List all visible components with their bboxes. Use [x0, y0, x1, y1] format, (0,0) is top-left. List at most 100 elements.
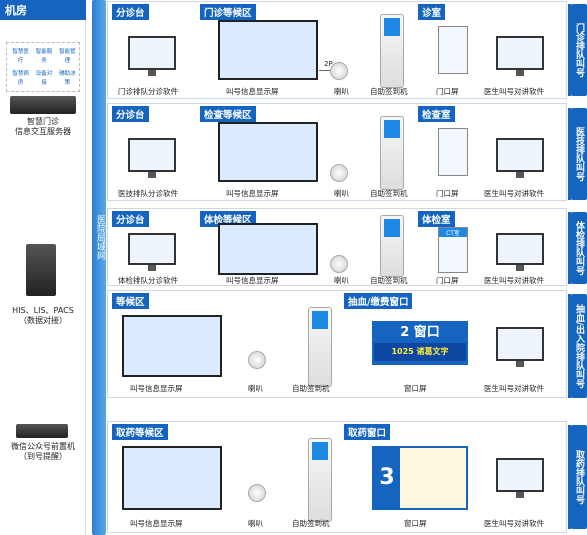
caption-doctor-software: 医生叫号对讲软件 [484, 87, 544, 96]
server-function-label: 智能管理 [59, 49, 76, 64]
self-checkin-kiosk [380, 215, 404, 277]
wechat-server-image [16, 424, 68, 438]
caption-door-screen: 门口屏 [436, 189, 459, 198]
doctor-call-monitor [496, 327, 544, 367]
triage-software-monitor [128, 233, 176, 271]
section-pharmacy-window: 取药窗口 [344, 424, 391, 440]
window-number: 2 窗口 [400, 325, 440, 340]
tab-accent-line [568, 108, 571, 200]
caption-display: 叫号信息显示屏 [226, 87, 279, 96]
speaker-icon [330, 164, 348, 182]
speaker-icon [248, 484, 266, 502]
caption-display: 叫号信息显示屏 [226, 189, 279, 198]
speaker-icon [248, 351, 266, 369]
speaker-icon [330, 255, 348, 273]
server-function-label: 智慧病房 [12, 71, 29, 86]
queue-display-screen [218, 20, 318, 80]
server-function-label: 智能服务 [35, 49, 53, 64]
section-blood-payment-window: 抽血/缴费窗口 [344, 293, 413, 309]
server-function-label: 辅助决策 [59, 71, 76, 86]
tab-pharmacy: 取药排队叫号 [571, 425, 587, 529]
server-function-label: 设备对接 [35, 71, 53, 86]
caption-kiosk: 自助签到机 [292, 519, 330, 528]
doctor-call-monitor [496, 233, 544, 271]
caption-window-screen: 窗口屏 [404, 519, 427, 528]
queue-display-screen [122, 446, 222, 510]
window-screen: 3 [372, 446, 468, 510]
server-room-header: 机房 [0, 0, 86, 20]
hospital-lan-label: 医院局域网 [95, 215, 105, 260]
blood-draw-row: 等候区 抽血/缴费窗口 2 窗口 1025 诸葛文字 叫号信息显示屏 喇叭 自助… [107, 290, 567, 398]
hospital-lan-bus [92, 0, 106, 535]
queue-display-screen [218, 223, 318, 275]
tab-accent-line [568, 294, 571, 398]
section-consulting-room: 诊室 [418, 4, 446, 20]
interaction-server-label: 智慧门诊 信息交互服务器 [15, 117, 71, 136]
caption-door-screen: 门口屏 [436, 87, 459, 96]
caption-kiosk: 自助签到机 [370, 87, 408, 96]
window-number: 3 [374, 448, 400, 508]
queue-display-screen [218, 122, 318, 182]
tab-medtech: 医技排队叫号 [571, 108, 587, 200]
caption-doctor-software: 医生叫号对讲软件 [484, 276, 544, 285]
caption-speaker: 喇叭 [334, 276, 349, 285]
caption-speaker: 喇叭 [248, 384, 263, 393]
doctor-call-monitor [496, 138, 544, 178]
window-patient: 1025 诸葛文字 [374, 343, 466, 361]
server-room-panel: 机房 智慧医疗智能服务智能管理智慧病房设备对接辅助决策 智慧门诊 信息交互服务器… [0, 0, 86, 535]
caption-kiosk: 自助签到机 [370, 189, 408, 198]
self-checkin-kiosk [380, 14, 404, 88]
checkup-row: 分诊台 体检等候区 体检室 CT室 体检排队分诊软件 叫号信息显示屏 喇叭 自助… [107, 208, 567, 286]
door-screen [438, 26, 468, 74]
caption-speaker: 喇叭 [248, 519, 263, 528]
doctor-call-monitor [496, 458, 544, 498]
tab-checkup: 体检排队叫号 [571, 212, 587, 284]
server-function-label: 智慧医疗 [12, 49, 29, 64]
triage-software-monitor [128, 36, 176, 76]
caption-doctor-software: 医生叫号对讲软件 [484, 189, 544, 198]
his-server-label: HIS、LIS、PACS （数据对接） [12, 306, 74, 325]
section-checkup-room: 体检室 [418, 211, 455, 227]
caption-display: 叫号信息显示屏 [130, 384, 183, 393]
door-screen [438, 128, 468, 176]
caption-triage-software: 体检排队分诊软件 [118, 276, 178, 285]
self-checkin-kiosk [308, 438, 332, 522]
outpatient-row: 分诊台 门诊等候区 诊室 2P 门诊排队分诊软件 叫号信息显示屏 喇叭 自助签到… [107, 1, 567, 99]
pharmacy-row: 取药等候区 取药窗口 3 叫号信息显示屏 喇叭 自助签到机 窗口屏 医生叫号对讲… [107, 421, 567, 533]
window-screen: 2 窗口 1025 诸葛文字 [372, 321, 468, 365]
server-icon-grid: 智慧医疗智能服务智能管理智慧病房设备对接辅助决策 [6, 42, 80, 92]
caption-kiosk: 自助签到机 [370, 276, 408, 285]
caption-doctor-software: 医生叫号对讲软件 [484, 384, 544, 393]
section-outpatient-waiting: 门诊等候区 [200, 4, 256, 20]
caption-triage-software: 门诊排队分诊软件 [118, 87, 178, 96]
his-server-image [26, 244, 56, 296]
door-screen-tag: CT室 [439, 228, 467, 237]
doctor-call-monitor [496, 36, 544, 76]
connection-tag: 2P [324, 60, 333, 68]
self-checkin-kiosk [308, 307, 332, 387]
section-waiting-area: 等候区 [112, 293, 149, 309]
section-triage-desk: 分诊台 [112, 106, 149, 122]
section-triage-desk: 分诊台 [112, 4, 149, 20]
triage-software-monitor [128, 138, 176, 178]
self-checkin-kiosk [380, 116, 404, 190]
section-triage-desk: 分诊台 [112, 211, 149, 227]
caption-window-screen: 窗口屏 [404, 384, 427, 393]
caption-kiosk: 自助签到机 [292, 384, 330, 393]
wechat-server-label: 微信公众号前置机 （到号提醒） [11, 442, 75, 461]
tab-outpatient: 门诊排队叫号 [571, 4, 587, 96]
caption-doctor-software: 医生叫号对讲软件 [484, 519, 544, 528]
tab-accent-line [568, 425, 571, 529]
speaker-icon [330, 62, 348, 80]
section-pharmacy-waiting: 取药等候区 [112, 424, 168, 440]
tab-accent-line [568, 4, 571, 96]
caption-display: 叫号信息显示屏 [130, 519, 183, 528]
queue-display-screen [122, 315, 222, 377]
medtech-row: 分诊台 检查等候区 检查室 医技排队分诊软件 叫号信息显示屏 喇叭 自助签到机 … [107, 103, 567, 201]
caption-display: 叫号信息显示屏 [226, 276, 279, 285]
caption-speaker: 喇叭 [334, 87, 349, 96]
section-exam-room: 检查室 [418, 106, 455, 122]
caption-door-screen: 门口屏 [436, 276, 459, 285]
section-exam-waiting: 检查等候区 [200, 106, 256, 122]
caption-speaker: 喇叭 [334, 189, 349, 198]
